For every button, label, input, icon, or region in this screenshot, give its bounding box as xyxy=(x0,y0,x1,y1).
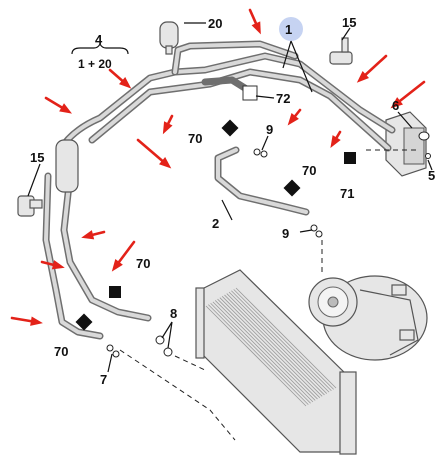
flow-arrowhead xyxy=(111,259,123,272)
condenser-fin xyxy=(233,289,334,390)
label-2: 2 xyxy=(212,216,219,231)
filter-dryer xyxy=(55,139,79,193)
flow-arrow xyxy=(360,54,388,80)
condenser-fin xyxy=(210,302,311,404)
label-70-bottom: 70 xyxy=(54,344,68,359)
condenser-fin xyxy=(228,291,330,393)
condenser-fin xyxy=(221,296,323,397)
label-6: 6 xyxy=(392,98,399,113)
flow-arrowhead xyxy=(390,97,403,109)
flow-arrowhead xyxy=(30,316,43,326)
flow-arrowhead xyxy=(162,121,173,135)
callout-labels: 1 20 15 4 1 + 20 72 6 5 9 70 70 71 15 2 … xyxy=(30,15,435,387)
flow-arrowhead xyxy=(59,103,73,114)
compressor xyxy=(308,275,428,361)
pressure-switch-20 xyxy=(159,21,179,55)
label-squares xyxy=(75,119,356,331)
label-20: 20 xyxy=(208,16,222,31)
condenser-fin xyxy=(226,293,328,394)
highlight-marker xyxy=(279,17,303,41)
leader-lines xyxy=(27,22,433,373)
flow-arrowhead xyxy=(81,230,95,240)
flow-arrow xyxy=(136,138,168,166)
flow-arrowhead xyxy=(159,157,172,169)
label-4-sub: 1 + 20 xyxy=(78,57,112,71)
flow-arrowhead xyxy=(51,260,65,270)
label-70-upper: 70 xyxy=(188,131,202,146)
label-9-lower: 9 xyxy=(282,226,289,241)
flow-arrowhead xyxy=(251,21,261,35)
flow-arrowhead xyxy=(330,135,341,149)
label-70-mid: 70 xyxy=(302,163,316,178)
label-15-right: 15 xyxy=(342,15,356,30)
label-5: 5 xyxy=(428,168,435,183)
label-8: 8 xyxy=(170,306,177,321)
condenser-fin xyxy=(208,304,309,405)
label-7: 7 xyxy=(100,372,107,387)
condenser-fin xyxy=(231,290,332,392)
condenser-fin xyxy=(212,301,314,403)
flow-arrowhead xyxy=(356,71,369,83)
condenser-left-tank xyxy=(195,287,205,359)
flow-arrowhead xyxy=(287,113,299,126)
flow-arrow xyxy=(394,80,426,106)
condenser-fin xyxy=(217,298,318,400)
clip-15-left xyxy=(17,195,43,217)
label-15-left: 15 xyxy=(30,150,44,165)
condenser-fin xyxy=(224,294,325,396)
bracket-72 xyxy=(242,85,258,101)
condenser-fin xyxy=(235,287,337,389)
condenser-fin xyxy=(219,297,321,398)
condenser xyxy=(195,269,357,455)
condenser-fin xyxy=(205,305,307,407)
condenser-fins xyxy=(205,287,337,407)
direction-arrows xyxy=(10,8,426,326)
label-70-left: 70 xyxy=(136,256,150,271)
o-rings xyxy=(106,131,431,358)
group-brace xyxy=(71,42,129,55)
flow-arrowhead xyxy=(119,77,132,89)
condenser-fin xyxy=(214,300,316,401)
label-1: 1 xyxy=(285,22,292,37)
label-72: 72 xyxy=(276,91,290,106)
dashed-lines xyxy=(119,149,420,441)
label-71: 71 xyxy=(340,186,354,201)
label-4: 4 xyxy=(95,32,103,47)
label-9-upper: 9 xyxy=(266,122,273,137)
condenser-side-tank xyxy=(339,371,357,455)
clip-15-right xyxy=(329,37,353,65)
